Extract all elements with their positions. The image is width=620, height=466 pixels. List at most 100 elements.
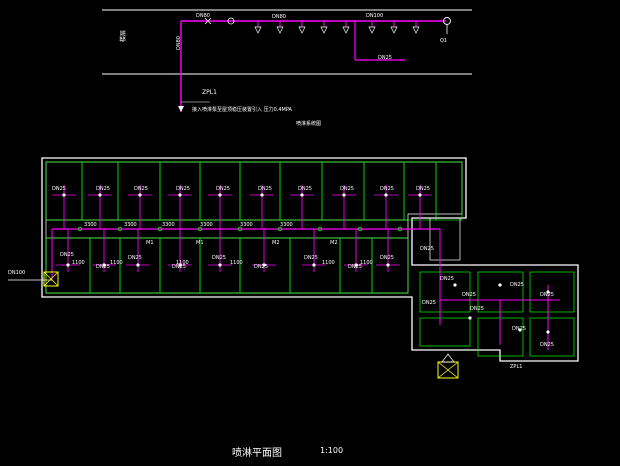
sprinkler-pipes (8, 228, 560, 350)
dimension-label: 3300 (200, 222, 213, 228)
sprinkler-head-icon (276, 26, 284, 34)
dimension-label: 3300 (280, 222, 293, 228)
riser-vertical-label: DN80 (176, 36, 182, 50)
pipe-size-label: DN25 (172, 264, 186, 270)
door-label: M2 (272, 240, 280, 246)
valve-icon[interactable] (227, 17, 235, 25)
sprinkler-head (178, 263, 182, 267)
pipe-size-label: DN25 (470, 306, 484, 312)
sprinkler-head (262, 263, 266, 267)
pipe-size-label: DN25 (462, 292, 476, 298)
pressure-gauge-icon[interactable] (443, 17, 451, 25)
pipe-size-label: DN25 (96, 186, 110, 192)
pipe-size-label: DN25 (440, 276, 454, 282)
pipe-size-label: DN25 (348, 264, 362, 270)
sprinkler-head (98, 193, 102, 197)
pipe-size-label: DN25 (380, 255, 394, 261)
pipe-size-label: DN25 (416, 186, 430, 192)
floor-plan-scale: 1:100 (320, 446, 344, 455)
corridor-sprinkler-head (157, 226, 163, 232)
branch-label: DN25 (378, 55, 392, 61)
door-label: M1 (196, 240, 204, 246)
sprinkler-head (418, 193, 422, 197)
pipe-size-label: DN25 (540, 292, 554, 298)
sprinkler-head-icon (342, 26, 350, 34)
exit-label: ZPL1 (510, 364, 523, 370)
sprinkler-head (354, 263, 358, 267)
annex-rooms (419, 217, 575, 357)
pipe-size-label: DN25 (128, 255, 142, 261)
outer-wall (41, 157, 579, 362)
inlet-valve-cross (43, 271, 59, 287)
dimension-label: 1100 (360, 260, 373, 266)
riser-diagram (102, 9, 472, 112)
sprinkler-heads (254, 21, 420, 34)
sprinkler-head-icon (368, 26, 376, 34)
pipe-size-label: DN25 (96, 264, 110, 270)
sprinkler-head (178, 193, 182, 197)
sprinkler-head-icon (254, 26, 262, 34)
gate-valve-icon[interactable] (204, 17, 212, 25)
sprinkler-head (468, 316, 472, 320)
pipe-label-right: DN100 (366, 13, 384, 19)
sprinkler-head (546, 330, 550, 334)
riser-arrow-icon (178, 106, 184, 112)
dimension-label: 3300 (124, 222, 137, 228)
corridor-sprinkler-head (317, 226, 323, 232)
door-label: M2 (330, 240, 338, 246)
pipe-size-label: DN25 (420, 246, 434, 252)
inlet-label: DN100 (8, 270, 26, 276)
inlet-valve-icon[interactable] (43, 271, 59, 287)
floor-plan (8, 157, 579, 379)
pipe-size-label: DN25 (540, 342, 554, 348)
annex-room (419, 271, 471, 313)
sprinkler-head (498, 283, 502, 287)
valve-symbols (43, 271, 459, 379)
sprinkler-head (300, 193, 304, 197)
dimension-label: 1100 (110, 260, 123, 266)
sprinkler-head (260, 193, 264, 197)
sprinkler-head (138, 193, 142, 197)
pipe-size-label: DN25 (216, 186, 230, 192)
pipe-label-mid: DN80 (272, 14, 286, 20)
plan-sprinkler-heads (62, 193, 550, 334)
corridor-sprinkler-head (397, 226, 403, 232)
pipe-size-label: DN25 (512, 326, 526, 332)
sprinkler-head-icon (412, 26, 420, 34)
pipe-size-label: DN25 (258, 186, 272, 192)
stair-room (429, 217, 461, 261)
sprinkler-head-icon (390, 26, 398, 34)
door-label: M1 (146, 240, 154, 246)
annex-room (419, 317, 471, 347)
pipe-size-label: DN25 (380, 186, 394, 192)
sprinkler-head (386, 263, 390, 267)
dimension-label: 3300 (240, 222, 253, 228)
pipe-size-label: DN25 (254, 264, 268, 270)
sprinkler-head (453, 283, 457, 287)
corridor-sprinkler-head (277, 226, 283, 232)
sprinkler-head (136, 263, 140, 267)
dimension-label: 1100 (322, 260, 335, 266)
dimension-label: 3300 (162, 222, 175, 228)
sprinkler-head (384, 193, 388, 197)
floor-label: 楼层 (120, 29, 127, 42)
pipe-size-label: DN25 (60, 252, 74, 258)
sprinkler-head (66, 263, 70, 267)
annex-room (529, 271, 575, 313)
end-valve-label: Q1 (440, 38, 448, 44)
sprinkler-head (312, 263, 316, 267)
dimension-label: 1100 (72, 260, 85, 266)
dimension-label: 1100 (176, 260, 189, 266)
pipe-size-label: DN25 (340, 186, 354, 192)
floor-plan-title: 喷淋平面图 (232, 448, 282, 459)
sprinkler-head (518, 328, 522, 332)
exit-valve-cross (437, 361, 459, 379)
sprinkler-head (546, 290, 550, 294)
corridor-sprinkler-head (237, 226, 243, 232)
pipe-size-label: DN25 (52, 186, 66, 192)
corridor-sprinkler-head (77, 226, 83, 232)
diagram-title: 喷淋系统图 (296, 121, 322, 127)
pipe-size-label: DN25 (510, 282, 524, 288)
pipe-size-label: DN25 (304, 255, 318, 261)
